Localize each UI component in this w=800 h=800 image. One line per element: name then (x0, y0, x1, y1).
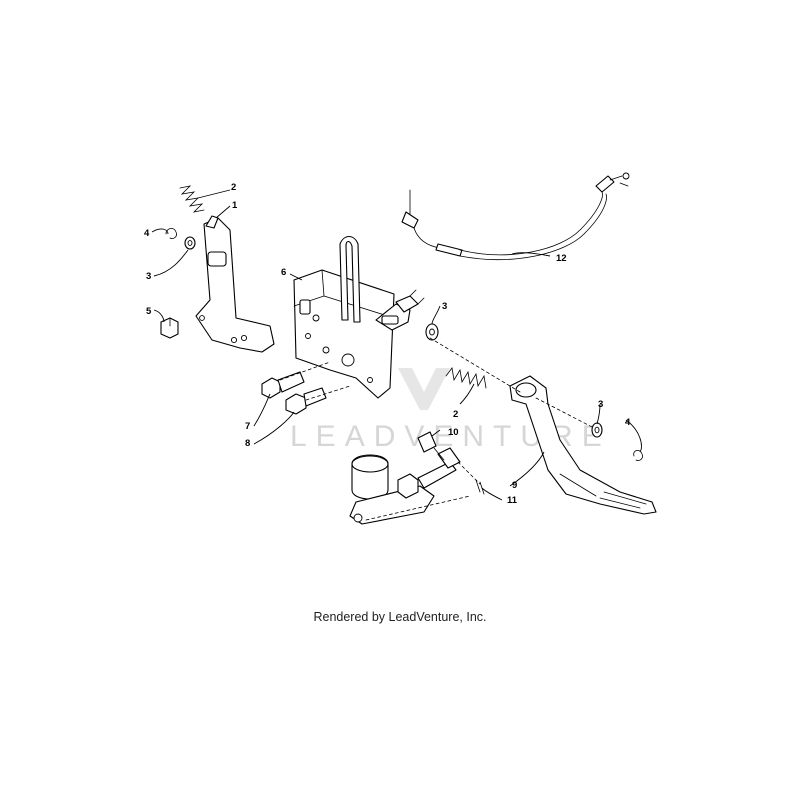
callout-2-upper: 2 (231, 182, 236, 193)
callout-7: 7 (245, 421, 250, 432)
master-cylinder-assembly[interactable] (349, 454, 457, 525)
callout-3-middle: 3 (442, 301, 447, 312)
callout-4-right: 4 (625, 417, 631, 428)
part-2-spring-upper[interactable] (179, 185, 205, 213)
alignment-lines (279, 337, 595, 521)
leadventure-watermark: LEADVENTURE (290, 368, 602, 453)
callout-6: 6 (281, 267, 286, 278)
part-10-clevis[interactable] (417, 431, 461, 469)
part-3-washer-left[interactable] (184, 236, 196, 250)
rendered-by-footer: Rendered by LeadVenture, Inc. (313, 610, 487, 624)
part-11-cotter-pin[interactable] (475, 479, 485, 495)
callout-9: 9 (512, 480, 517, 491)
part-4-clip-right[interactable] (633, 450, 643, 461)
part-1-lever-arm[interactable] (195, 215, 275, 353)
callout-labels: 2 1 4 3 5 6 3 7 8 2 10 11 12 9 3 4 (144, 182, 631, 506)
callout-2-lower: 2 (453, 409, 458, 420)
callout-8: 8 (245, 438, 250, 449)
watermark-logo-mark (398, 368, 450, 410)
callout-5: 5 (146, 306, 152, 317)
callout-3-right: 3 (598, 399, 603, 410)
callout-3-left: 3 (146, 271, 151, 282)
part-5-nut[interactable] (160, 317, 179, 339)
part-3-washer-middle[interactable] (425, 323, 439, 341)
callout-4-left: 4 (144, 228, 150, 239)
part-9-brake-pedal[interactable] (509, 375, 657, 515)
callout-12: 12 (556, 253, 567, 264)
part-8-bolt[interactable] (285, 387, 327, 415)
leader-lines (151, 189, 642, 501)
part-4-clip-left[interactable] (165, 228, 177, 239)
callout-1: 1 (232, 200, 238, 211)
callout-11: 11 (507, 495, 518, 506)
part-12-cable[interactable] (401, 172, 630, 260)
part-3-pivot-shaft[interactable] (395, 289, 425, 313)
part-6-mounting-bracket[interactable] (293, 235, 411, 399)
part-3-washer-right[interactable] (591, 422, 603, 438)
part-7-bolt[interactable] (261, 371, 305, 399)
part-2-spring-lower[interactable] (445, 367, 487, 389)
callout-10: 10 (448, 427, 459, 438)
